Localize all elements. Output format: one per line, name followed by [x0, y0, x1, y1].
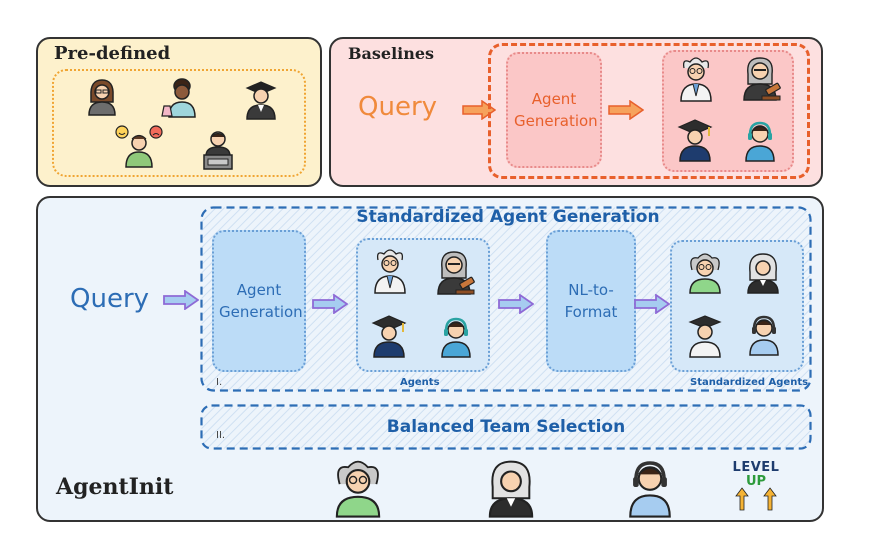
level-up-icon: LEVEL UP	[730, 460, 782, 512]
stage-one-title: Standardized Agent Generation	[356, 207, 660, 227]
baselines-agent-generation-label: Agent Generation	[514, 90, 598, 130]
baselines-query: Query	[358, 92, 438, 122]
judge-icon	[437, 251, 475, 295]
operator-icon	[441, 317, 471, 358]
query-arrow	[163, 290, 199, 310]
doctor-icon	[680, 57, 712, 102]
agentinit-title: AgentInit	[56, 474, 174, 500]
stage-two-region	[200, 404, 812, 450]
baselines-arrow-2	[608, 100, 644, 120]
predefined-title: Pre-defined	[54, 43, 171, 64]
elder-icon	[335, 460, 381, 518]
graduate-icon	[688, 315, 722, 358]
agent-generation-label: Agent Generation	[219, 281, 303, 321]
elder-icon	[689, 253, 721, 294]
judge-icon	[747, 253, 779, 294]
flow-arrow-2	[498, 294, 534, 314]
nl-to-format-label: NL-to-Format	[564, 281, 618, 321]
flow-arrow-1	[312, 294, 348, 314]
stage-one-region	[200, 206, 812, 392]
graduate-icon	[245, 81, 277, 120]
stage-one-marker: I.	[216, 377, 223, 388]
doctor-icon	[374, 249, 406, 294]
judge-icon	[488, 460, 534, 518]
operator-icon	[749, 315, 779, 356]
graduate-icon	[677, 119, 713, 162]
agents-label: Agents	[400, 377, 440, 388]
up-arrows-icon	[735, 487, 777, 511]
flow-arrow-3	[634, 294, 670, 314]
agent-generation-stage: Agent Generation	[212, 230, 306, 372]
predefined-agent-pool	[52, 69, 306, 177]
baselines-agent-generation-stage: Agent Generation	[506, 52, 602, 168]
level-up-text-line-1: LEVEL	[732, 460, 780, 475]
agentinit-query: Query	[70, 284, 150, 314]
speaker-icon	[203, 131, 233, 170]
graduate-icon	[371, 315, 407, 358]
moderator-icon	[115, 125, 163, 168]
operator-icon	[745, 121, 775, 162]
judge-icon	[743, 57, 781, 101]
stage-two-marker: II.	[216, 430, 226, 441]
standardized-agents-label: Standardized Agents	[690, 377, 809, 388]
woman-icon	[88, 79, 116, 116]
balanced-team-title: Balanced Team Selection	[386, 417, 626, 437]
scientist-icon	[161, 78, 196, 118]
baselines-title: Baselines	[348, 44, 435, 63]
operator-icon	[629, 461, 671, 518]
level-up-text-line-2: UP	[745, 474, 767, 489]
baselines-pipeline	[488, 43, 810, 179]
nl-to-format-stage: NL-to-Format	[546, 230, 636, 372]
